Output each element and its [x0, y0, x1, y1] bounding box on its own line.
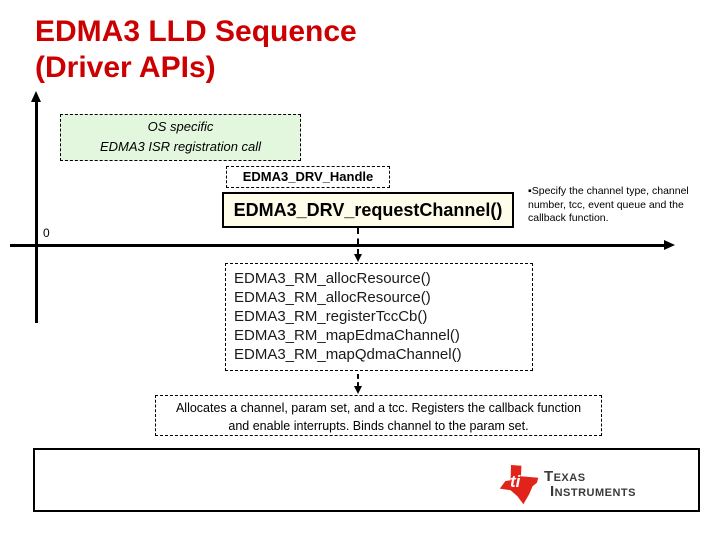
brand-line2: Instruments	[549, 483, 636, 500]
page-title-line2: (Driver APIs)	[35, 51, 216, 84]
brand-line1: Texas	[543, 468, 586, 485]
drv-handle-label: EDMA3_DRV_Handle	[242, 169, 374, 184]
caption-text: Allocates a channel, param set, and a tc…	[175, 401, 582, 433]
page-title-line1: EDMA3 LLD Sequence	[35, 15, 357, 48]
page-title: EDMA3 LLD Sequence (Driver APIs)	[35, 14, 357, 86]
rm-function-item: EDMA3_RM_registerTccCb()	[234, 308, 428, 325]
os-isr-line2: EDMA3 ISR registration call	[99, 139, 262, 154]
origin-label: 0	[43, 226, 50, 240]
note-text: Specify the channel type, channel number…	[528, 185, 689, 224]
brand-name: Texas Instruments	[544, 465, 636, 499]
x-axis-line	[10, 244, 665, 247]
rm-function-item: EDMA3_RM_mapQdmaChannel()	[234, 346, 462, 363]
rm-function-item: EDMA3_RM_allocResource()	[234, 270, 431, 287]
flow-arrow-line-1	[357, 228, 359, 255]
flow-arrow-line-2	[357, 374, 359, 387]
ti-logo: ti Texas Instruments	[499, 465, 636, 505]
rm-function-item: EDMA3_RM_mapEdmaChannel()	[234, 327, 460, 344]
rm-function-item: EDMA3_RM_allocResource()	[234, 289, 431, 306]
drv-handle-box: EDMA3_DRV_Handle	[226, 166, 390, 188]
side-note: ▪Specify the channel type, channel numbe…	[528, 185, 708, 226]
y-axis-line	[35, 100, 38, 323]
ti-icon-letters: ti	[509, 472, 521, 491]
note-bullet-icon: ▪	[528, 185, 532, 197]
request-channel-label: EDMA3_DRV_requestChannel()	[233, 200, 503, 220]
caption-box: Allocates a channel, param set, and a tc…	[155, 395, 602, 436]
texas-state-icon: ti	[499, 465, 539, 505]
flow-arrow-down-icon	[354, 386, 362, 394]
os-isr-callout-box: OS specific EDMA3 ISR registration call	[60, 114, 301, 161]
request-channel-box: EDMA3_DRV_requestChannel()	[222, 192, 514, 228]
os-isr-line1: OS specific	[147, 119, 214, 134]
x-axis-arrow-icon	[664, 240, 675, 250]
rm-functions-box: EDMA3_RM_allocResource() EDMA3_RM_allocR…	[225, 263, 533, 371]
y-axis-arrow-icon	[31, 91, 41, 102]
flow-arrow-down-icon	[354, 254, 362, 262]
footer-bar: ti Texas Instruments	[33, 448, 700, 512]
